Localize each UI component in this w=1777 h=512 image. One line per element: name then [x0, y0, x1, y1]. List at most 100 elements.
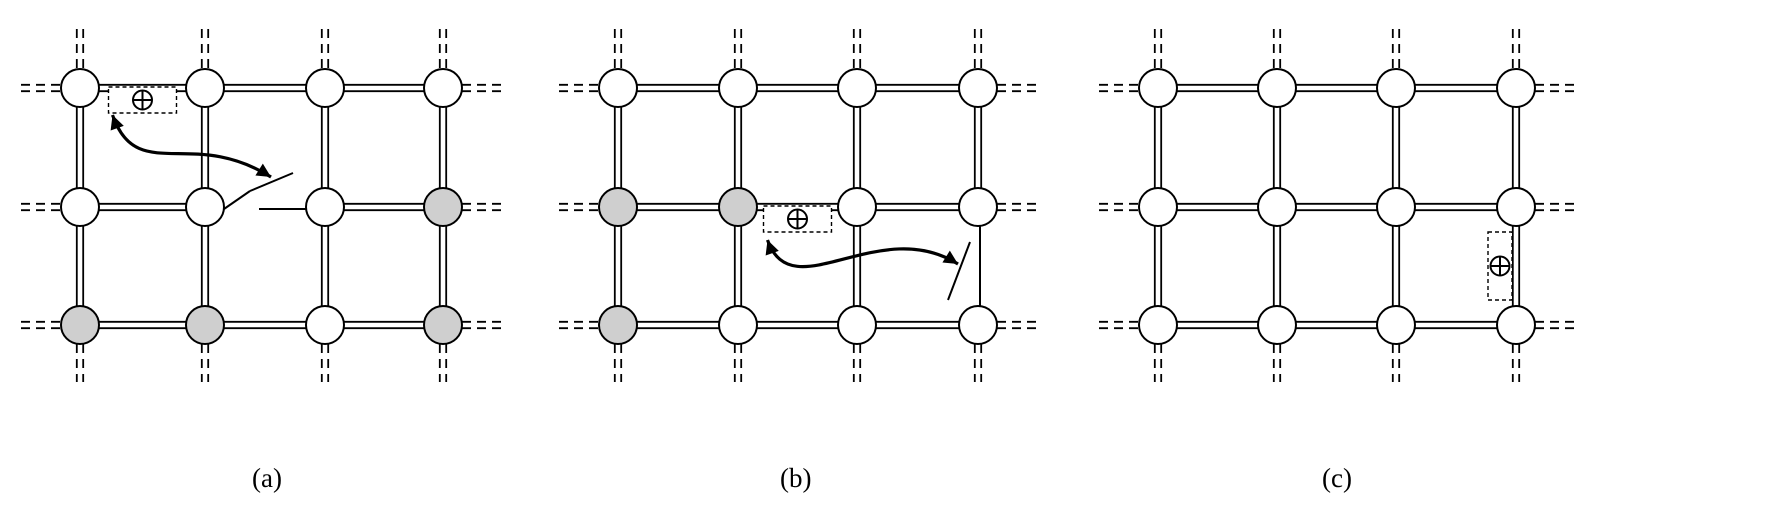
stub-bottom	[1272, 344, 1282, 382]
stub-top	[852, 29, 862, 69]
atom	[1496, 68, 1536, 108]
atom	[1257, 305, 1297, 345]
bond-h	[1296, 83, 1377, 93]
caption-b: (b)	[780, 463, 812, 493]
stub-left	[21, 320, 61, 330]
bond-v	[733, 226, 743, 306]
transfer-arrow	[765, 239, 959, 269]
caption-c: (c)	[1322, 463, 1352, 493]
atom	[1138, 68, 1178, 108]
broken-bond-left	[223, 190, 251, 210]
hole-mark: ⊕	[107, 86, 178, 114]
atom	[1138, 305, 1178, 345]
atom	[185, 68, 225, 108]
hole-mark: ⊕	[1487, 231, 1513, 301]
atom	[1376, 187, 1416, 227]
bond-h	[344, 83, 424, 93]
bond-h	[1296, 320, 1377, 330]
stub-right	[997, 83, 1037, 93]
broken-bond	[223, 172, 306, 210]
bond-v	[973, 107, 983, 188]
atom	[718, 68, 758, 108]
atom-shaded	[60, 305, 100, 345]
stub-bottom	[438, 344, 448, 382]
atom	[1376, 68, 1416, 108]
stub-top	[320, 29, 330, 69]
bond-h	[1415, 83, 1497, 93]
stub-top	[1511, 29, 1521, 69]
atom	[598, 68, 638, 108]
lattice-panel-a: ⊕	[21, 29, 502, 382]
atom-shaded	[423, 187, 463, 227]
bond-v	[613, 226, 623, 306]
bond-v	[852, 226, 862, 306]
bond-v	[1153, 226, 1163, 306]
stub-bottom	[1391, 344, 1401, 382]
atom	[837, 305, 877, 345]
stub-bottom	[75, 344, 85, 382]
bond-v	[852, 107, 862, 188]
stub-top	[1153, 29, 1163, 69]
bond-h	[637, 320, 719, 330]
arrow-head	[255, 163, 271, 177]
atom	[1138, 187, 1178, 227]
stub-top	[1272, 29, 1282, 69]
stub-left	[21, 202, 61, 212]
bond-v	[1511, 226, 1521, 306]
stub-top	[438, 29, 448, 69]
stub-bottom	[852, 344, 862, 382]
bond-h	[344, 202, 424, 212]
stub-bottom	[1153, 344, 1163, 382]
atom	[1376, 305, 1416, 345]
stub-bottom	[320, 344, 330, 382]
atom	[1257, 187, 1297, 227]
bond-v	[75, 226, 85, 306]
stub-left	[559, 83, 599, 93]
atom	[60, 68, 100, 108]
stub-bottom	[613, 344, 623, 382]
atom	[305, 68, 345, 108]
atom	[958, 187, 998, 227]
bond-h	[757, 320, 838, 330]
atom	[958, 68, 998, 108]
bond-h	[637, 83, 719, 93]
atom-shaded	[598, 187, 638, 227]
stub-top	[1391, 29, 1401, 69]
bond-v	[1272, 226, 1282, 306]
bond-v	[320, 226, 330, 306]
bond-v	[1272, 107, 1282, 188]
stub-right	[1535, 83, 1575, 93]
bond-h	[99, 202, 186, 212]
stub-top	[613, 29, 623, 69]
stub-right	[997, 202, 1037, 212]
atom	[837, 68, 877, 108]
bond-h	[344, 320, 424, 330]
broken-bond-tick	[249, 172, 294, 192]
atom	[1257, 68, 1297, 108]
bond-h	[224, 320, 306, 330]
stub-top	[973, 29, 983, 69]
bond-h	[1415, 202, 1497, 212]
hole-mark: ⊕	[762, 205, 833, 233]
stub-left	[559, 320, 599, 330]
atom	[185, 187, 225, 227]
stub-right	[462, 83, 502, 93]
stub-bottom	[733, 344, 743, 382]
stub-left	[559, 202, 599, 212]
lattice-panel-b: ⊕	[559, 29, 1037, 382]
atom-shaded	[718, 187, 758, 227]
bond-h	[1177, 320, 1258, 330]
stub-top	[200, 29, 210, 69]
atom	[60, 187, 100, 227]
bond-h	[1177, 83, 1258, 93]
bond-v	[613, 107, 623, 188]
stub-bottom	[1511, 344, 1521, 382]
bond-h	[757, 83, 838, 93]
arrow-head	[942, 250, 958, 264]
broken-bond	[947, 226, 981, 306]
stub-left	[1099, 83, 1139, 93]
stub-right	[1535, 202, 1575, 212]
atom-shaded	[185, 305, 225, 345]
stub-bottom	[200, 344, 210, 382]
